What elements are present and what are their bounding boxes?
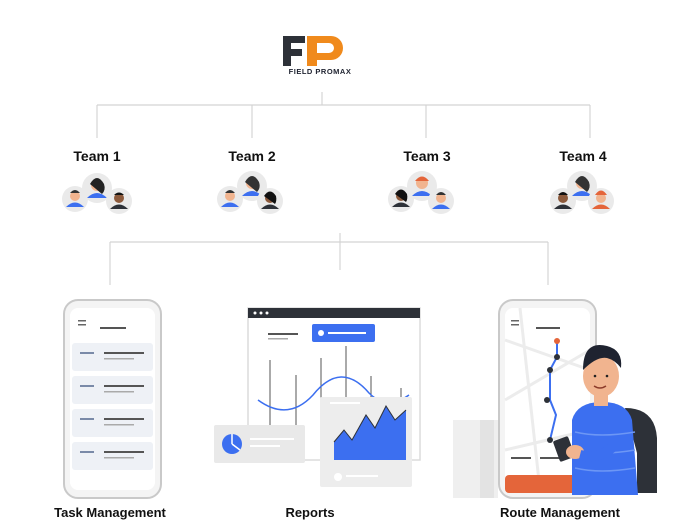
- team-2-avatars: [217, 171, 283, 214]
- team-1-label: Team 1: [73, 148, 121, 164]
- module-reports-label: Reports: [285, 505, 335, 520]
- field-promax-logo: [283, 36, 343, 66]
- module-connectors: [109, 233, 549, 285]
- team-3-avatars: [388, 171, 454, 214]
- team-3-label: Team 3: [403, 148, 451, 164]
- team-4-avatars: [550, 171, 614, 214]
- team-1-avatars: [62, 173, 132, 214]
- team-2-label: Team 2: [228, 148, 276, 164]
- team-4-label: Team 4: [559, 148, 607, 164]
- module-task-management-label: Task Management: [54, 505, 166, 520]
- module-route-management-label: Route Management: [500, 505, 620, 520]
- phone-map-route-icon: [453, 299, 657, 499]
- phone-task-list-icon: [63, 299, 162, 499]
- team-connectors: [96, 92, 591, 138]
- logo-wordmark: FIELD PROMAX: [288, 67, 352, 76]
- report-dashboard-icon: [214, 307, 421, 487]
